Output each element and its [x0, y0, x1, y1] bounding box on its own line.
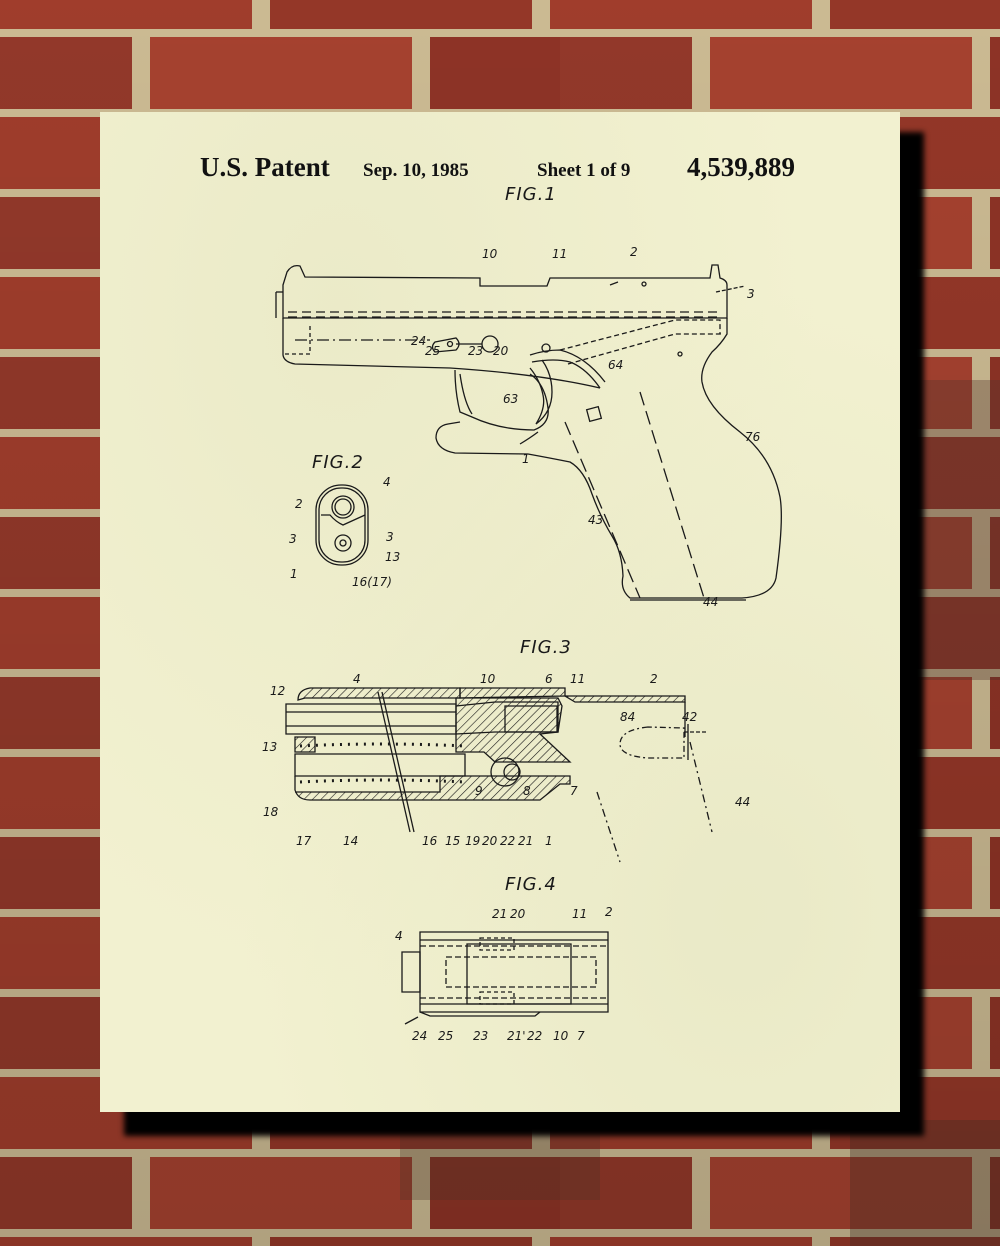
- fig1-ref: 63: [503, 392, 519, 406]
- fig3-ref: 16: [422, 834, 438, 848]
- patent-number: 4,539,889: [687, 152, 795, 182]
- fig1-label: FIG.1: [505, 184, 557, 205]
- fig4-ref: 2: [605, 905, 613, 919]
- fig2-ref: 16(17): [352, 575, 392, 589]
- fig2-ref: 13: [385, 550, 401, 564]
- fig1-pistol-drawing: [276, 265, 781, 600]
- fig3-ref: 42: [682, 710, 698, 724]
- fig1-ref: 11: [552, 247, 568, 261]
- fig2-ref: 4: [383, 475, 391, 489]
- fig3-ref: 7: [570, 784, 578, 798]
- patent-poster: U.S. Patent Sep. 10, 1985 Sheet 1 of 9 4…: [100, 112, 900, 1112]
- fig1-ref: 3: [747, 287, 755, 301]
- fig4-ref: 7: [577, 1029, 585, 1043]
- fig3-ref: 17: [296, 834, 312, 848]
- patent-drawings: [100, 112, 900, 1112]
- fig3-ref: 2: [650, 672, 658, 686]
- fig1-ref: 76: [745, 430, 761, 444]
- patent-header: U.S. Patent Sep. 10, 1985 Sheet 1 of 9 4…: [100, 152, 900, 192]
- fig4-ref: 20: [510, 907, 526, 921]
- fig1-ref: 10: [482, 247, 498, 261]
- fig3-ref: 8: [523, 784, 531, 798]
- fig4-ref: 21': [507, 1029, 526, 1043]
- fig3-ref: 15: [445, 834, 461, 848]
- fig3-ref: 10: [480, 672, 496, 686]
- fig3-ref: 12: [270, 684, 286, 698]
- fig3-ref: 19: [465, 834, 481, 848]
- fig3-ref: 18: [263, 805, 279, 819]
- fig1-ref: 44: [703, 595, 719, 609]
- fig1-ref: 23: [468, 344, 484, 358]
- fig4-ref: 23: [473, 1029, 489, 1043]
- fig4-ref: 10: [553, 1029, 569, 1043]
- fig2-ref: 1: [290, 567, 298, 581]
- fig1-ref: 2: [630, 245, 638, 259]
- fig3-ref: 11: [570, 672, 586, 686]
- fig3-ref: 13: [262, 740, 278, 754]
- fig2-ref: 3: [386, 530, 394, 544]
- fig3-ref: 21: [518, 834, 534, 848]
- fig4-ref: 22: [527, 1029, 543, 1043]
- fig1-ref: 1: [522, 452, 530, 466]
- fig1-ref: 43: [588, 513, 604, 527]
- fig1-ref: 25: [425, 344, 441, 358]
- fig4-ref: 24: [412, 1029, 428, 1043]
- fig3-ref: 44: [735, 795, 751, 809]
- fig4-top-view-drawing: [402, 932, 608, 1024]
- fig2-label: FIG.2: [312, 452, 364, 473]
- fig3-ref: 14: [343, 834, 359, 848]
- patent-date: Sep. 10, 1985: [363, 160, 469, 181]
- fig4-ref: 21: [492, 907, 508, 921]
- fig1-ref: 20: [493, 344, 509, 358]
- fig3-ref: 6: [545, 672, 553, 686]
- fig3-label: FIG.3: [520, 637, 572, 658]
- fig2-ref: 2: [295, 497, 303, 511]
- patent-label: U.S. Patent: [200, 152, 330, 182]
- fig3-ref: 4: [353, 672, 361, 686]
- fig3-ref: 9: [475, 784, 483, 798]
- fig2-cross-section-drawing: [316, 485, 368, 565]
- fig4-ref: 25: [438, 1029, 454, 1043]
- fig4-ref: 11: [572, 907, 588, 921]
- fig1-ref: 64: [608, 358, 624, 372]
- fig3-ref: 20: [482, 834, 498, 848]
- fig3-ref: 84: [620, 710, 636, 724]
- fig3-section-drawing: [286, 688, 712, 862]
- sheet-number: Sheet 1 of 9: [537, 160, 631, 181]
- fig3-ref: 1: [545, 834, 553, 848]
- fig2-ref: 3: [289, 532, 297, 546]
- fig3-ref: 22: [500, 834, 516, 848]
- fig4-label: FIG.4: [505, 874, 557, 895]
- fig1-ref: 24: [411, 334, 427, 348]
- fig4-ref: 4: [395, 929, 403, 943]
